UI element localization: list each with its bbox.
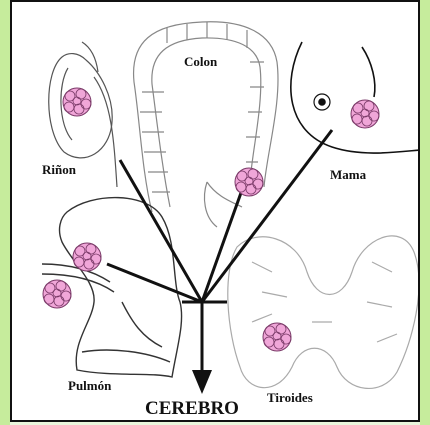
colon-organ <box>134 22 278 227</box>
arrowhead-to-brain <box>192 370 212 394</box>
tumor-breast <box>351 100 379 128</box>
tumor-lung-upper <box>73 243 101 271</box>
label-colon: Colon <box>184 54 217 70</box>
diagram-frame: Colon Riñon Mama Pulmón Tiroides CEREBRO <box>10 0 420 422</box>
label-mama: Mama <box>330 167 366 183</box>
breast-organ <box>291 42 420 153</box>
right-margin-strip <box>420 0 430 425</box>
label-rinon: Riñon <box>42 162 76 178</box>
connector-lines <box>107 130 332 372</box>
left-margin-strip <box>0 0 10 425</box>
tumor-kidney <box>63 88 91 116</box>
label-pulmon: Pulmón <box>68 378 111 394</box>
tumor-lung-lower <box>43 280 71 308</box>
thyroid-organ <box>228 236 419 389</box>
label-cerebro: CEREBRO <box>145 398 239 420</box>
tumor-colon <box>235 168 263 196</box>
tumor-thyroid <box>263 323 291 351</box>
label-tiroides: Tiroides <box>267 390 313 406</box>
